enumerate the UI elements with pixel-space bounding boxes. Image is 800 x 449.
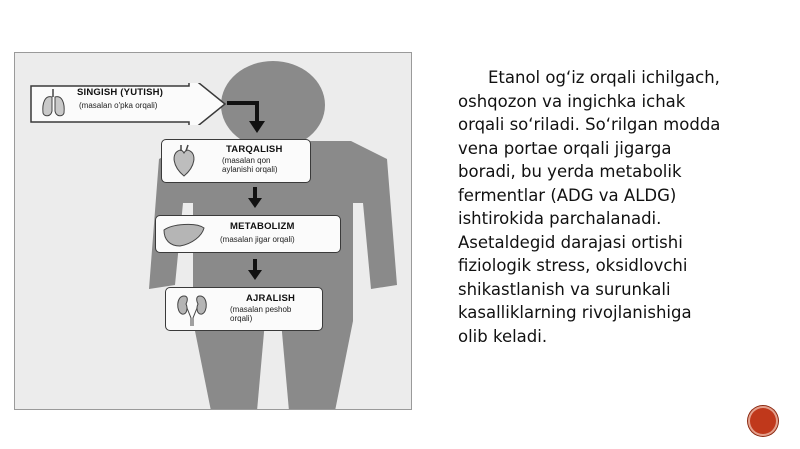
heart-icon bbox=[173, 144, 195, 177]
stage-title: AJRALISH bbox=[246, 293, 296, 304]
stage-subtitle: (masalan peshob orqali) bbox=[230, 305, 292, 323]
stage-title: TARQALISH bbox=[226, 144, 283, 155]
stage-distribution: TARQALISH (masalan qon aylanishi orqali) bbox=[161, 139, 311, 183]
lungs-icon bbox=[42, 89, 65, 117]
stage-subtitle: (masalan o'pka orqali) bbox=[79, 101, 158, 110]
stage-excretion: AJRALISH (masalan peshob orqali) bbox=[165, 287, 323, 331]
absorption-arrow-shape bbox=[30, 83, 227, 125]
stage-metabolism: METABOLIZM (masalan jigar orqali) bbox=[155, 215, 341, 253]
stage-subtitle: (masalan jigar orqali) bbox=[220, 235, 295, 244]
down-arrow-icon bbox=[248, 187, 262, 208]
down-arrow-icon bbox=[248, 259, 262, 280]
body-paragraph: Etanol og‘iz orqali ichilgach, oshqozon … bbox=[458, 68, 721, 346]
stage-title: SINGISH (YUTISH) bbox=[77, 87, 164, 98]
stage-title: METABOLIZM bbox=[230, 221, 295, 232]
liver-icon bbox=[163, 223, 205, 247]
stage-absorption: SINGISH (YUTISH) (masalan o'pka orqali) bbox=[29, 83, 227, 125]
next-slide-button[interactable] bbox=[748, 406, 778, 436]
stage-subtitle: (masalan qon aylanishi orqali) bbox=[222, 156, 278, 174]
kidneys-icon bbox=[177, 295, 207, 326]
pharmacokinetics-figure: SINGISH (YUTISH) (masalan o'pka orqali) … bbox=[14, 52, 412, 410]
